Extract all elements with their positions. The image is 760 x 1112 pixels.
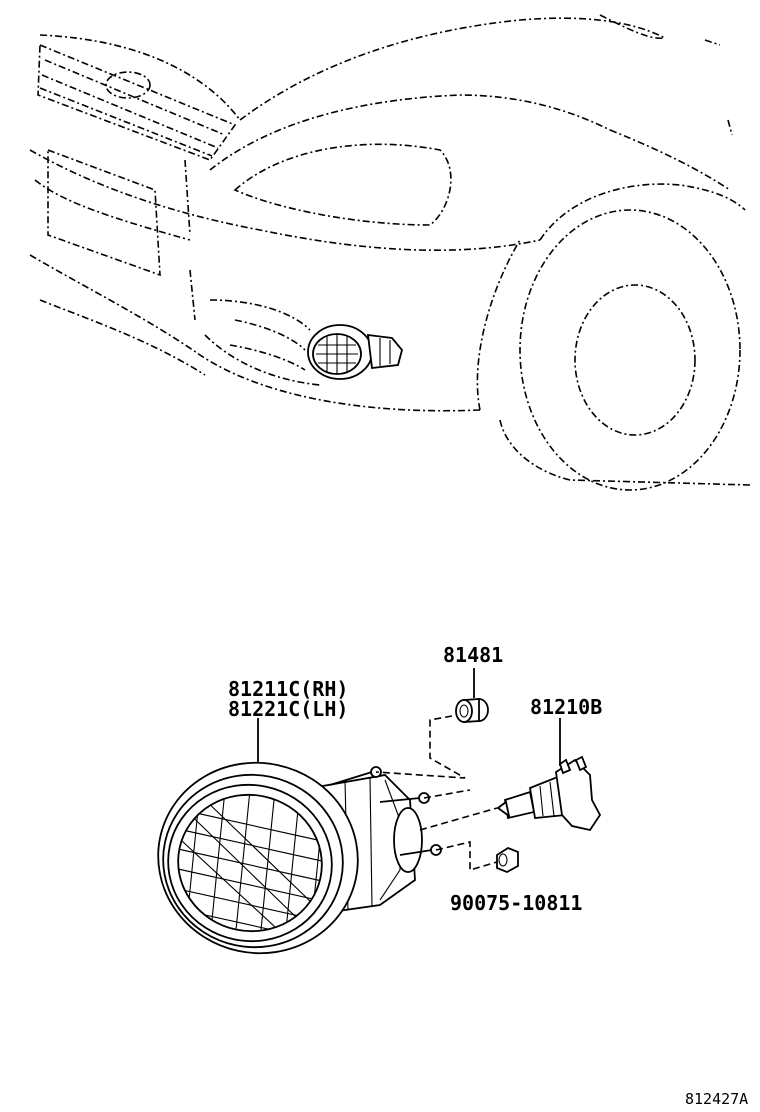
nut-part	[496, 846, 519, 873]
assembly-lines	[375, 715, 498, 872]
leader-lines	[257, 668, 561, 766]
part-label-socket: 81481	[443, 643, 503, 667]
car-front-illustration	[29, 14, 751, 491]
part-label-bulb: 81210B	[530, 695, 602, 719]
fog-lamp-assembly	[157, 761, 442, 955]
part-label-lamp-rh: 81211C(RH)	[228, 677, 348, 701]
figure-code: 812427A	[685, 1090, 748, 1108]
part-label-nut: 90075-10811	[450, 891, 582, 915]
part-label-lamp-lh: 81221C(LH)	[228, 697, 348, 721]
socket-part	[455, 698, 489, 723]
fog-lamp-installed-icon	[307, 324, 403, 380]
bulb-part	[496, 755, 602, 832]
